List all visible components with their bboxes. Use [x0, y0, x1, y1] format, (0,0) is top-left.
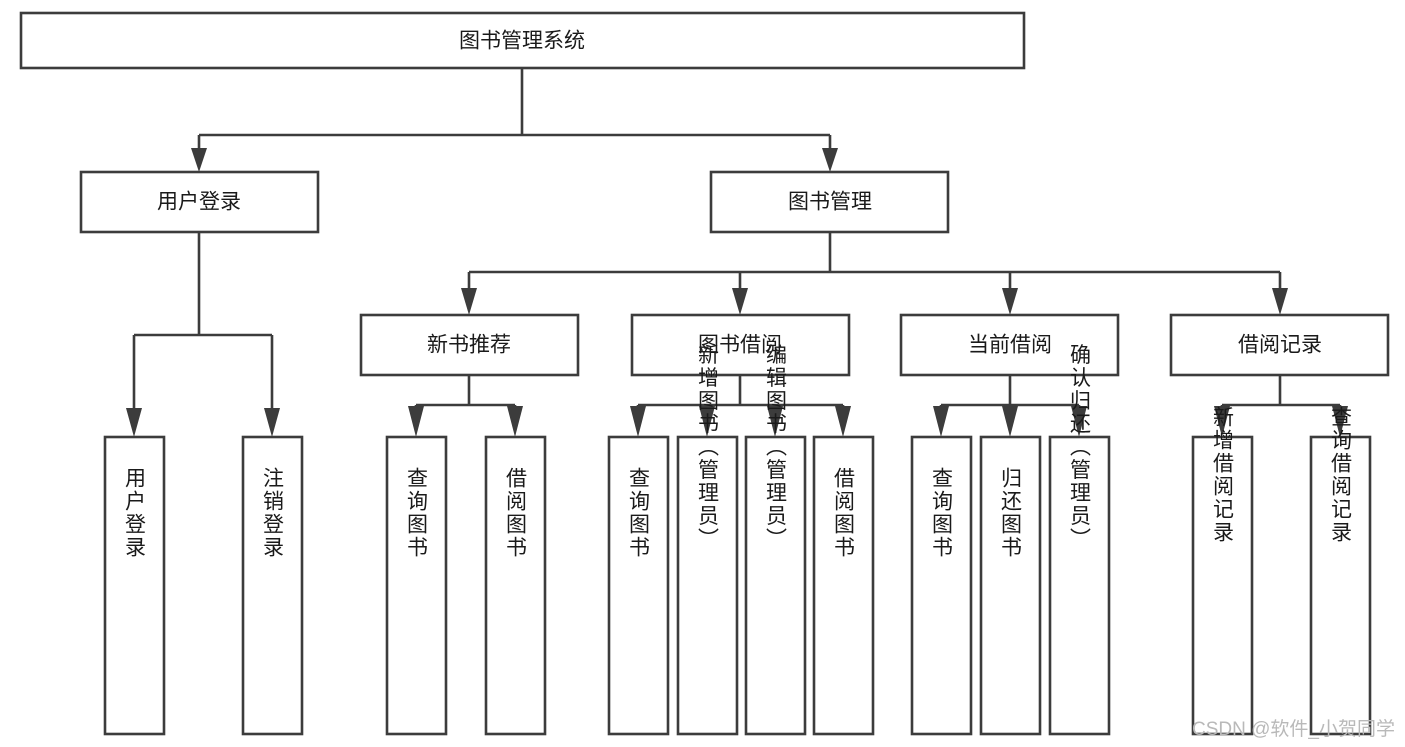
arrow-head-icon: [126, 408, 142, 437]
arrow-head-icon: [1002, 288, 1018, 315]
node-bookmgmt-label: 图书管理: [788, 191, 872, 214]
node-leaf6-label: 新增图书（管理员）: [696, 344, 720, 551]
node-root[interactable]: 图书管理系统: [19, 11, 1026, 70]
node-leaf4-label: 借阅图书: [504, 467, 528, 559]
node-newbook-label: 新书推荐: [427, 334, 511, 357]
node-leaf7-box[interactable]: [744, 435, 807, 736]
arrow-head-icon: [699, 406, 715, 437]
node-root-box[interactable]: [19, 11, 1026, 70]
arrow-head-icon: [630, 406, 646, 437]
arrow-head-icon: [1071, 406, 1087, 437]
node-leaf9-box[interactable]: [910, 435, 973, 736]
node-leaf11-box[interactable]: [1048, 435, 1111, 736]
node-login-label: 用户登录: [157, 191, 241, 214]
node-newbook[interactable]: 新书推荐: [359, 313, 580, 377]
node-leaf10-label: 归还图书: [999, 467, 1023, 559]
node-leaf8[interactable]: 借阅图书: [812, 435, 875, 736]
node-leaf3-box[interactable]: [385, 435, 448, 736]
arrow-head-icon: [507, 406, 523, 437]
arrow-head-icon: [933, 406, 949, 437]
node-leaf9-label: 查询图书: [930, 467, 954, 559]
node-leaf4-box[interactable]: [484, 435, 547, 736]
node-leaf4[interactable]: 借阅图书: [484, 435, 547, 736]
node-leaf1-label: 用户登录: [123, 467, 147, 559]
node-leaf7-label: 编辑图书（管理员）: [764, 344, 788, 551]
arrow-head-icon: [835, 406, 851, 437]
connector-layer: [126, 68, 1348, 437]
node-leaf9[interactable]: 查询图书: [910, 435, 973, 736]
node-borrow-label: 图书借阅: [698, 334, 782, 357]
node-leaf3-label: 查询图书: [405, 467, 429, 559]
node-leaf1[interactable]: 用户登录: [103, 435, 166, 736]
node-newbook-box[interactable]: [359, 313, 580, 377]
arrow-head-icon: [461, 288, 477, 315]
arrow-head-icon: [767, 406, 783, 437]
node-bookmgmt-box[interactable]: [709, 170, 950, 234]
arrow-head-icon: [1002, 406, 1018, 437]
node-leaf2-label: 注销登录: [261, 467, 285, 559]
node-bookmgmt[interactable]: 图书管理: [709, 170, 950, 234]
node-leaf13-label: 查询借阅记录: [1329, 406, 1353, 544]
arrow-head-icon: [191, 148, 207, 172]
node-borrow-box[interactable]: [630, 313, 851, 377]
arrow-head-icon: [1214, 406, 1230, 437]
node-leaf5-label: 查询图书: [627, 467, 651, 559]
node-leaf8-label: 借阅图书: [832, 467, 856, 559]
node-leaf10-box[interactable]: [979, 435, 1042, 736]
arrow-head-icon: [732, 288, 748, 315]
node-leaf2[interactable]: 注销登录: [241, 435, 304, 736]
node-borrow[interactable]: 图书借阅: [630, 313, 851, 377]
node-leaf6-box[interactable]: [676, 435, 739, 736]
arrow-head-icon: [264, 408, 280, 437]
arrow-head-icon: [1332, 406, 1348, 437]
node-records-box[interactable]: [1169, 313, 1390, 377]
node-leaf13[interactable]: 查询借阅记录: [1309, 406, 1372, 736]
node-root-label: 图书管理系统: [459, 30, 585, 53]
arrow-head-icon: [408, 406, 424, 437]
node-leaf8-box[interactable]: [812, 435, 875, 736]
node-leaf10[interactable]: 归还图书: [979, 435, 1042, 736]
node-leaf13-box[interactable]: [1309, 435, 1372, 736]
arrow-head-icon: [822, 148, 838, 172]
arrow-head-icon: [1272, 288, 1288, 315]
node-leaf11[interactable]: 确认归还（管理员）: [1048, 344, 1111, 736]
node-records[interactable]: 借阅记录: [1169, 313, 1390, 377]
node-login[interactable]: 用户登录: [79, 170, 320, 234]
node-records-label: 借阅记录: [1238, 334, 1322, 357]
node-leaf1-box[interactable]: [103, 435, 166, 736]
node-leaf12-box[interactable]: [1191, 435, 1254, 736]
node-current-label: 当前借阅: [968, 334, 1052, 357]
node-leaf5[interactable]: 查询图书: [607, 435, 670, 736]
node-current-box[interactable]: [899, 313, 1120, 377]
node-leaf6[interactable]: 新增图书（管理员）: [676, 344, 739, 736]
node-leaf12[interactable]: 新增借阅记录: [1191, 406, 1254, 736]
node-leaf11-label: 确认归还（管理员）: [1068, 344, 1092, 551]
node-leaf5-box[interactable]: [607, 435, 670, 736]
node-leaf3[interactable]: 查询图书: [385, 435, 448, 736]
node-leaf7[interactable]: 编辑图书（管理员）: [744, 344, 807, 736]
node-leaf2-box[interactable]: [241, 435, 304, 736]
node-leaf12-label: 新增借阅记录: [1211, 406, 1235, 544]
node-current[interactable]: 当前借阅: [899, 313, 1120, 377]
node-login-box[interactable]: [79, 170, 320, 234]
